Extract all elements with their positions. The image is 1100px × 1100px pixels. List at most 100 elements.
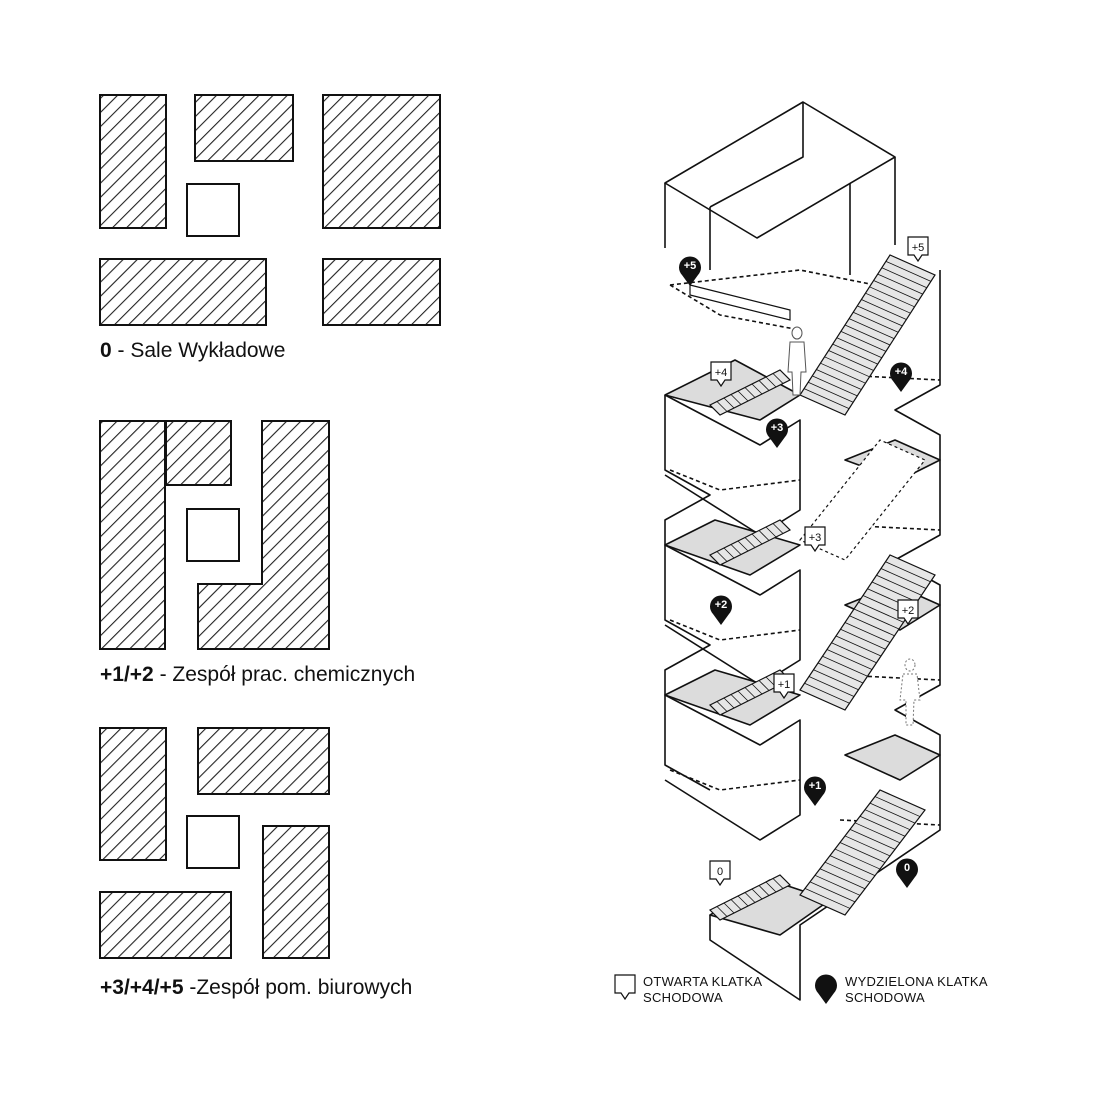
stair-tread xyxy=(885,260,932,282)
stair-tread xyxy=(861,299,907,320)
marker-label: 0 xyxy=(717,866,723,878)
stair-tread xyxy=(853,608,900,630)
enclosed-stair-marker: 0 xyxy=(896,858,918,888)
stair-tread xyxy=(737,690,749,702)
plan-level-label: 0 xyxy=(100,339,112,362)
stair-tread xyxy=(839,842,886,863)
stair-tread xyxy=(820,362,866,384)
plan-description: -Zespół pom. biurowych xyxy=(183,976,413,999)
stair-tread xyxy=(822,655,868,677)
plan-block xyxy=(194,94,294,162)
marker-label: +3 xyxy=(809,532,822,544)
stair-tread xyxy=(751,533,763,545)
stair-tread xyxy=(854,822,901,844)
plan-description: - Sale Wykładowe xyxy=(111,339,286,362)
person-figure xyxy=(899,658,921,726)
stair-tread xyxy=(840,330,887,352)
stair-flight xyxy=(799,439,926,561)
legend-enclosed-text: WYDZIELONA KLATKA SCHODOWA xyxy=(845,974,988,1006)
stair-tread xyxy=(865,292,911,314)
stair-tread xyxy=(758,530,770,541)
marker-label: 0 xyxy=(904,862,910,874)
plan-core xyxy=(186,183,240,237)
enclosed-stair-marker: +1 xyxy=(804,776,826,806)
stair-tread xyxy=(737,895,749,907)
plan-level-label: +1/+2 xyxy=(100,663,154,686)
stair-tread xyxy=(751,383,763,395)
stair-tread xyxy=(816,369,862,390)
stair-tread xyxy=(885,561,931,583)
plan-block xyxy=(197,727,330,795)
stair-tread xyxy=(881,267,927,289)
marker-label: +3 xyxy=(771,422,784,434)
stair-tread xyxy=(758,380,770,391)
stair-tread xyxy=(803,388,850,410)
stair-flights xyxy=(689,254,936,921)
marker-label: +5 xyxy=(684,260,697,272)
tower-wall xyxy=(709,102,804,208)
stair-tread xyxy=(849,829,896,850)
enclosed-stair-marker: +3 xyxy=(766,418,788,448)
stair-tread xyxy=(744,687,756,698)
plan-block xyxy=(165,420,232,486)
stair-tread xyxy=(808,381,854,403)
stair-tread xyxy=(836,337,882,359)
plan-level-0 xyxy=(99,94,441,326)
floor-outline xyxy=(669,284,801,331)
stair-tread xyxy=(737,540,749,552)
stair-tread xyxy=(819,868,866,890)
stair-tread xyxy=(873,280,919,301)
stair-tread xyxy=(744,387,756,398)
open-stair-marker: +2 xyxy=(897,599,919,626)
plan-level-label: +3/+4/+5 xyxy=(100,976,184,999)
plan-block xyxy=(262,825,330,959)
plan-caption-0: 0 - Sale Wykładowe xyxy=(100,339,285,363)
stair-tread xyxy=(859,815,906,837)
tower-wall xyxy=(664,394,801,536)
plan-core xyxy=(186,815,240,869)
plan-core xyxy=(186,508,240,562)
stair-tread xyxy=(730,544,742,555)
stair-tread xyxy=(828,350,874,371)
legend-enclosed-icon xyxy=(815,974,837,1004)
stair-tread xyxy=(814,874,861,896)
stair-tread xyxy=(765,526,777,538)
enclosed-stair-marker: +4 xyxy=(890,362,912,392)
floor-slab xyxy=(844,734,941,781)
plan-caption-3-5: +3/+4/+5 -Zespół pom. biurowych xyxy=(100,976,412,1000)
stair-tread xyxy=(826,649,873,670)
stair-tread xyxy=(758,680,770,691)
stair-tread xyxy=(804,888,851,909)
enclosed-markers: +5 +4 +3 +2 +1 0 xyxy=(679,256,918,888)
stair-tread xyxy=(857,305,903,327)
open-stair-marker: +4 xyxy=(710,361,732,388)
stair-tread xyxy=(880,568,927,589)
stair-tread xyxy=(853,311,899,333)
plan-block xyxy=(322,94,441,229)
plan-block xyxy=(99,258,267,326)
stair-tread xyxy=(716,401,728,412)
floor-outline xyxy=(669,469,801,491)
stair-tread xyxy=(844,324,891,346)
stair-tread xyxy=(876,574,922,596)
stair-tread xyxy=(772,373,784,384)
stair-tread xyxy=(730,694,742,705)
stair-tread xyxy=(765,376,777,388)
stair-tread xyxy=(772,878,784,889)
legend-open-icon xyxy=(614,974,636,1001)
stair-tread xyxy=(751,683,763,695)
marker-label: +5 xyxy=(912,242,925,254)
stair-tread xyxy=(765,881,777,893)
stair-tread xyxy=(812,375,858,397)
floor-outline xyxy=(669,269,901,291)
stair-tread xyxy=(744,892,756,903)
marker-label: +1 xyxy=(809,780,822,792)
marker-label: +2 xyxy=(715,599,728,611)
plan-description: - Zespół prac. chemicznych xyxy=(153,663,416,686)
plan-block xyxy=(99,891,232,959)
stair-tread xyxy=(744,537,756,548)
stair-tread xyxy=(730,394,742,405)
stair-treads xyxy=(716,260,932,917)
enclosed-stair-marker: +5 xyxy=(679,256,701,286)
